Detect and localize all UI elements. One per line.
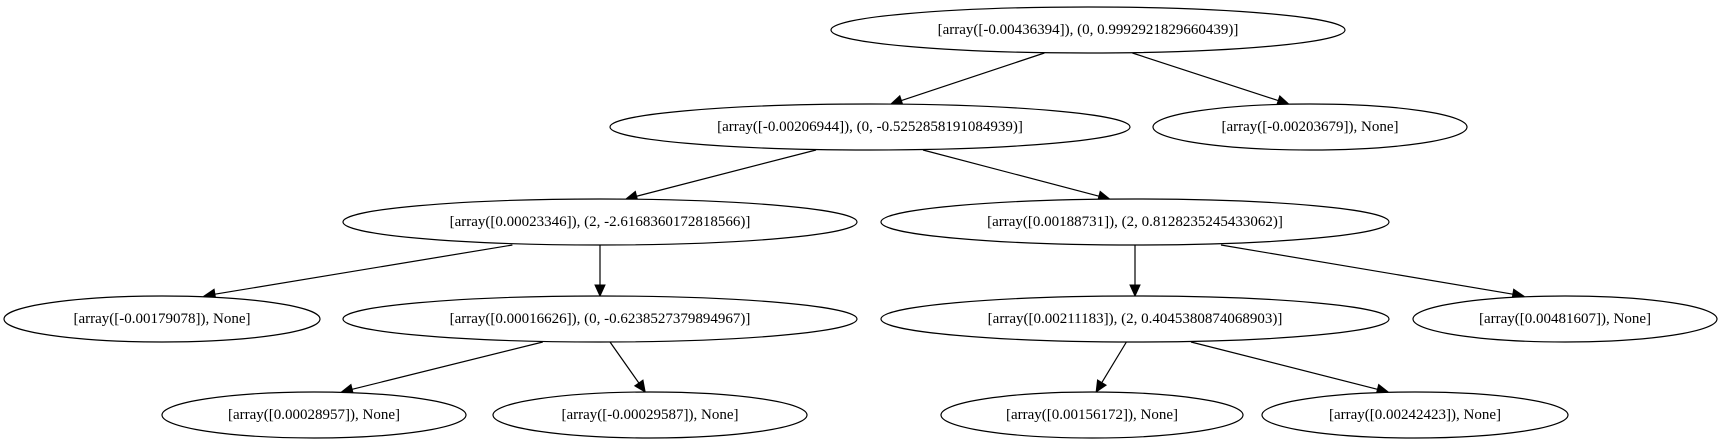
tree-node-label: [array([0.00188731]), (2, 0.812823524543… [987,214,1283,230]
tree-edge-n4-n8 [1220,244,1525,300]
tree-edge-n7-n12 [1190,341,1390,395]
tree-edge-n0-n2 [1132,52,1290,106]
tree-node-label: [array([-0.00206944]), (0, -0.5252858191… [717,119,1023,135]
tree-node-n11: [array([0.00156172]), None] [940,391,1244,439]
tree-node-ellipse [880,295,1390,343]
edge-line [1101,341,1127,383]
tree-node-label: [array([0.00481607]), None] [1479,311,1651,327]
edge-line [901,52,1045,102]
tree-node-ellipse [1261,391,1569,439]
tree-node-n0: [array([-0.00436394]), (0, 0.99929218296… [830,6,1346,54]
tree-edge-n1-n4 [922,149,1111,202]
tree-node-n8: [array([0.00481607]), None] [1412,295,1718,343]
tree-node-ellipse [1412,295,1718,343]
tree-node-ellipse [342,198,858,246]
edge-line [351,341,543,390]
tree-node-ellipse [1152,103,1468,151]
tree-edge-n4-n7 [1129,245,1141,298]
tree-node-ellipse [161,391,467,439]
tree-node-label: [array([-0.00029587]), None] [561,407,738,423]
tree-node-n4: [array([0.00188731]), (2, 0.812823524543… [880,198,1390,246]
tree-node-n5: [array([-0.00179078]), None] [3,295,321,343]
arrowhead-icon [633,379,646,393]
edge-line [636,149,817,197]
tree-node-label: [array([-0.00179078]), None] [73,311,250,327]
tree-node-n12: [array([0.00242423]), None] [1261,391,1569,439]
edge-line [1132,52,1279,102]
arrowhead-icon [1095,379,1108,394]
tree-node-label: [array([0.00016626]), (0, -0.62385273798… [450,311,751,327]
edge-line [1220,244,1513,295]
tree-node-n3: [array([0.00023346]), (2, -2.61683601728… [342,198,858,246]
tree-node-ellipse [3,295,321,343]
arrowhead-icon [1129,284,1141,298]
node-layer: [array([-0.00436394]), (0, 0.99929218296… [3,6,1718,439]
tree-node-ellipse [342,295,858,343]
edge-line [922,149,1100,197]
tree-node-label: [array([0.00156172]), None] [1006,407,1178,423]
tree-node-n2: [array([-0.00203679]), None] [1152,103,1468,151]
tree-node-label: [array([0.00023346]), (2, -2.61683601728… [450,214,751,230]
edge-line [609,341,640,384]
tree-edge-n6-n9 [340,341,543,395]
tree-node-ellipse [492,391,808,439]
tree-node-n6: [array([0.00016626]), (0, -0.62385273798… [342,295,858,343]
tree-node-label: [array([0.00211183]), (2, 0.404538087406… [988,311,1283,327]
tree-node-ellipse [830,6,1346,54]
tree-edge-n3-n6 [594,245,606,298]
tree-node-label: [array([-0.00436394]), (0, 0.99929218296… [938,22,1239,38]
tree-node-n1: [array([-0.00206944]), (0, -0.5252858191… [609,103,1131,151]
tree-node-label: [array([0.00242423]), None] [1329,407,1501,423]
tree-node-label: [array([-0.00203679]), None] [1221,119,1398,135]
arrowhead-icon [594,284,606,298]
tree-node-ellipse [880,198,1390,246]
tree-edge-n0-n1 [889,52,1045,106]
tree-node-n9: [array([0.00028957]), None] [161,391,467,439]
tree-edge-n3-n5 [202,244,513,300]
tree-node-label: [array([0.00028957]), None] [228,407,400,423]
edge-line [214,244,513,295]
tree-node-n7: [array([0.00211183]), (2, 0.404538087406… [880,295,1390,343]
tree-edge-n6-n10 [609,341,646,393]
tree-node-ellipse [940,391,1244,439]
tree-node-ellipse [609,103,1131,151]
tree-edge-n1-n3 [624,149,817,202]
tree-node-n10: [array([-0.00029587]), None] [492,391,808,439]
tree-edge-n7-n11 [1095,341,1127,394]
edge-line [1190,341,1378,390]
